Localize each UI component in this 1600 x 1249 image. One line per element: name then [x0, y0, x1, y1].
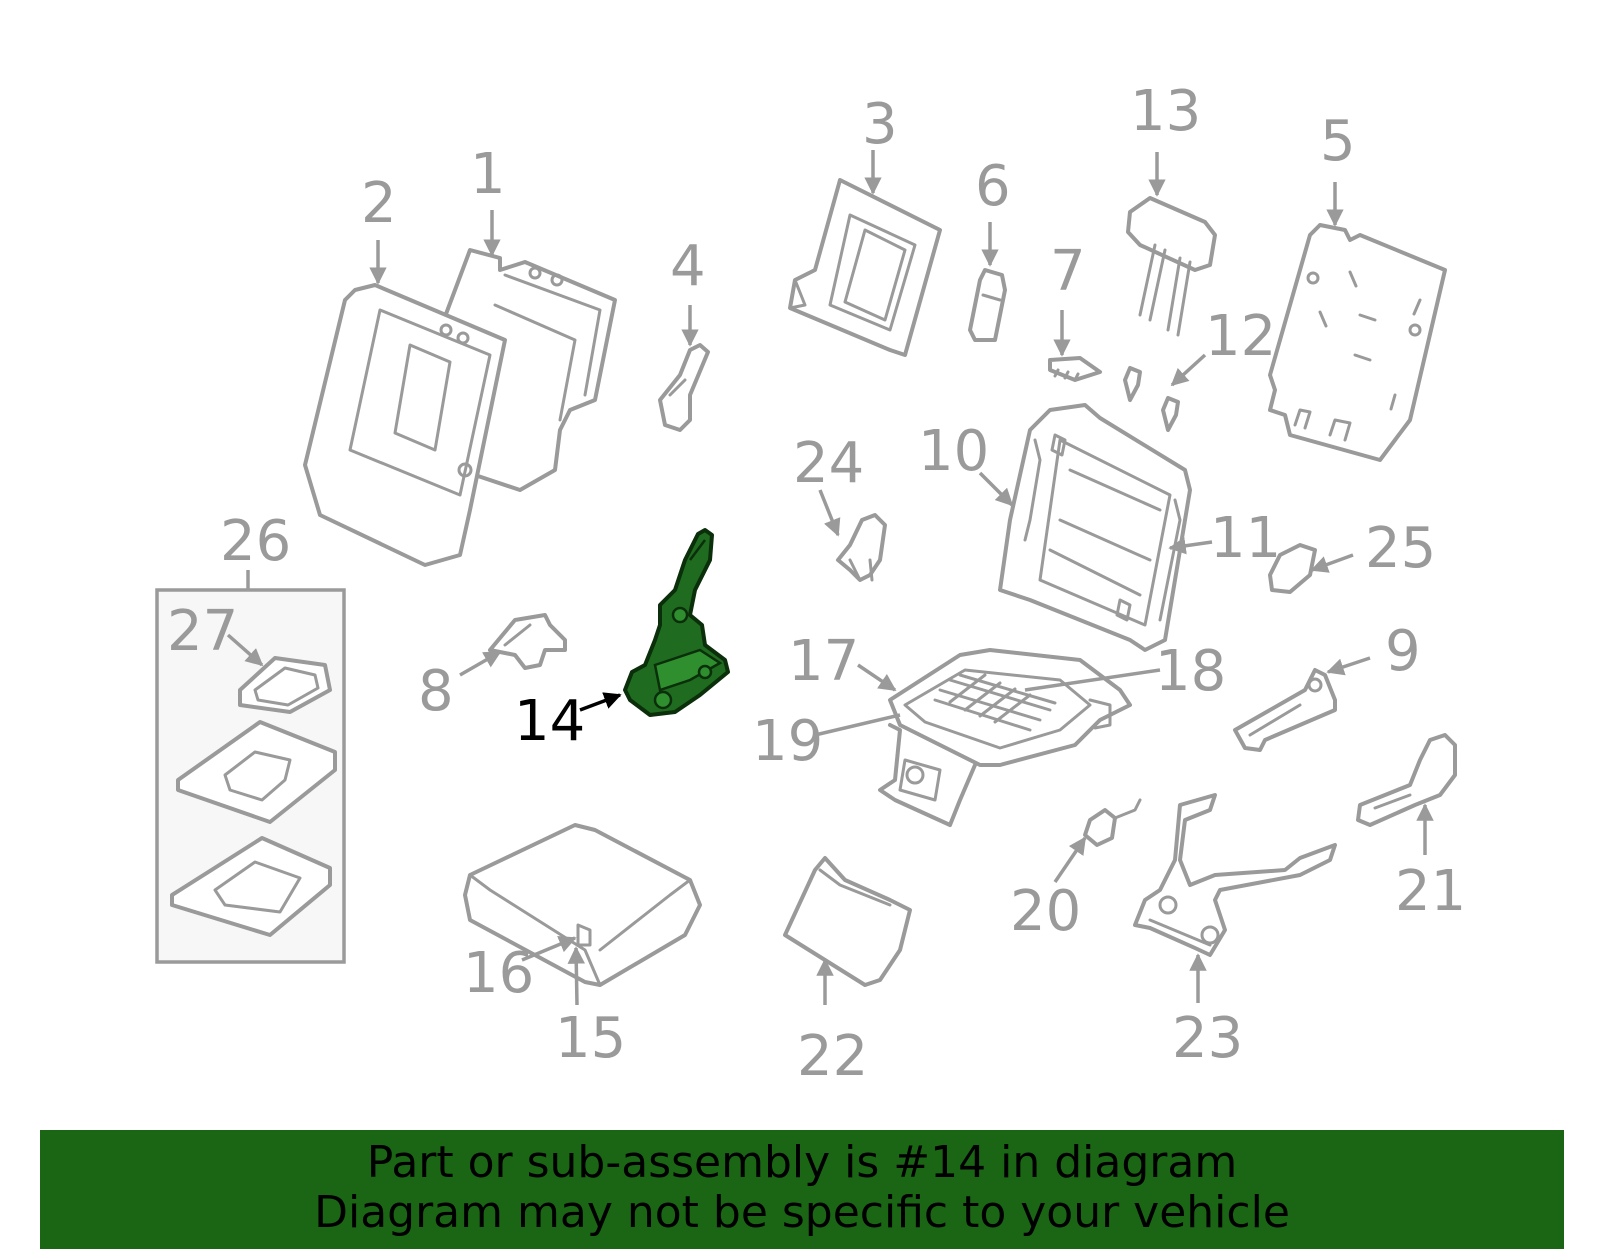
part-4-hook-clip[interactable] [658, 343, 710, 432]
info-banner: Part or sub-assembly is #14 in diagram D… [40, 1130, 1564, 1249]
callout-3: 3 [862, 92, 898, 157]
callout-25: 25 [1365, 516, 1436, 581]
part-17-18-19-cushion-frame[interactable] [878, 648, 1132, 827]
callout-15: 15 [555, 1006, 626, 1071]
part-21-recliner-handle[interactable] [1356, 733, 1457, 827]
callout-8: 8 [418, 659, 454, 724]
part-23-seat-track[interactable] [1133, 793, 1337, 957]
callout-9: 9 [1385, 619, 1421, 684]
callout-22: 22 [797, 1024, 868, 1089]
callout-26: 26 [220, 509, 291, 574]
part-20-sensor[interactable] [1083, 798, 1142, 847]
callout-1: 1 [470, 142, 506, 207]
callout-19: 19 [752, 709, 823, 774]
part-25-cap[interactable] [1268, 543, 1317, 594]
callout-13: 13 [1130, 79, 1201, 144]
leader-lines [226, 150, 1434, 1006]
callout-14-highlighted: 14 [514, 689, 585, 754]
part-6-latch-cover[interactable] [968, 268, 1007, 342]
callout-16: 16 [463, 941, 534, 1006]
callout-11: 11 [1210, 506, 1281, 571]
callout-20: 20 [1010, 879, 1081, 944]
part-13-headrest[interactable] [1126, 196, 1217, 337]
callout-23: 23 [1172, 1006, 1243, 1071]
part-22-storage-tray[interactable] [783, 856, 912, 987]
callout-12: 12 [1205, 304, 1276, 369]
callout-6: 6 [975, 154, 1011, 219]
callout-21: 21 [1395, 859, 1466, 924]
callout-27: 27 [167, 599, 238, 664]
part-3-trim-panel[interactable] [788, 178, 942, 357]
part-12-fasteners[interactable] [1123, 366, 1180, 432]
part-14-hinge-bracket-highlighted[interactable] [623, 528, 730, 717]
part-15-16-seat-cushion[interactable] [463, 823, 702, 987]
banner-line-2: Diagram may not be specific to your vehi… [314, 1187, 1290, 1238]
callout-7: 7 [1050, 239, 1086, 304]
callout-24: 24 [793, 431, 864, 496]
banner-line-1: Part or sub-assembly is #14 in diagram [366, 1137, 1238, 1188]
callout-10: 10 [918, 419, 989, 484]
part-9-side-bracket[interactable] [1233, 668, 1337, 752]
callout-2: 2 [361, 171, 397, 236]
part-24-trim-cap[interactable] [836, 513, 887, 582]
callout-18: 18 [1155, 639, 1226, 704]
part-10-11-seat-frame[interactable] [998, 403, 1192, 652]
parts-diagram: 2 1 3 4 5 6 7 8 9 10 11 12 13 14 15 16 1… [155, 79, 1466, 1089]
part-5-back-panel[interactable] [1268, 223, 1447, 462]
callout-17: 17 [788, 629, 859, 694]
part-7-bracket[interactable] [1048, 356, 1102, 382]
callout-5: 5 [1320, 109, 1356, 174]
part-8-pivot-bracket[interactable] [488, 613, 567, 670]
part-2-seatback-panel[interactable] [303, 283, 507, 567]
callout-labels: 2 1 3 4 5 6 7 8 9 10 11 12 13 14 15 16 1… [167, 79, 1466, 1089]
callout-4: 4 [670, 234, 706, 299]
